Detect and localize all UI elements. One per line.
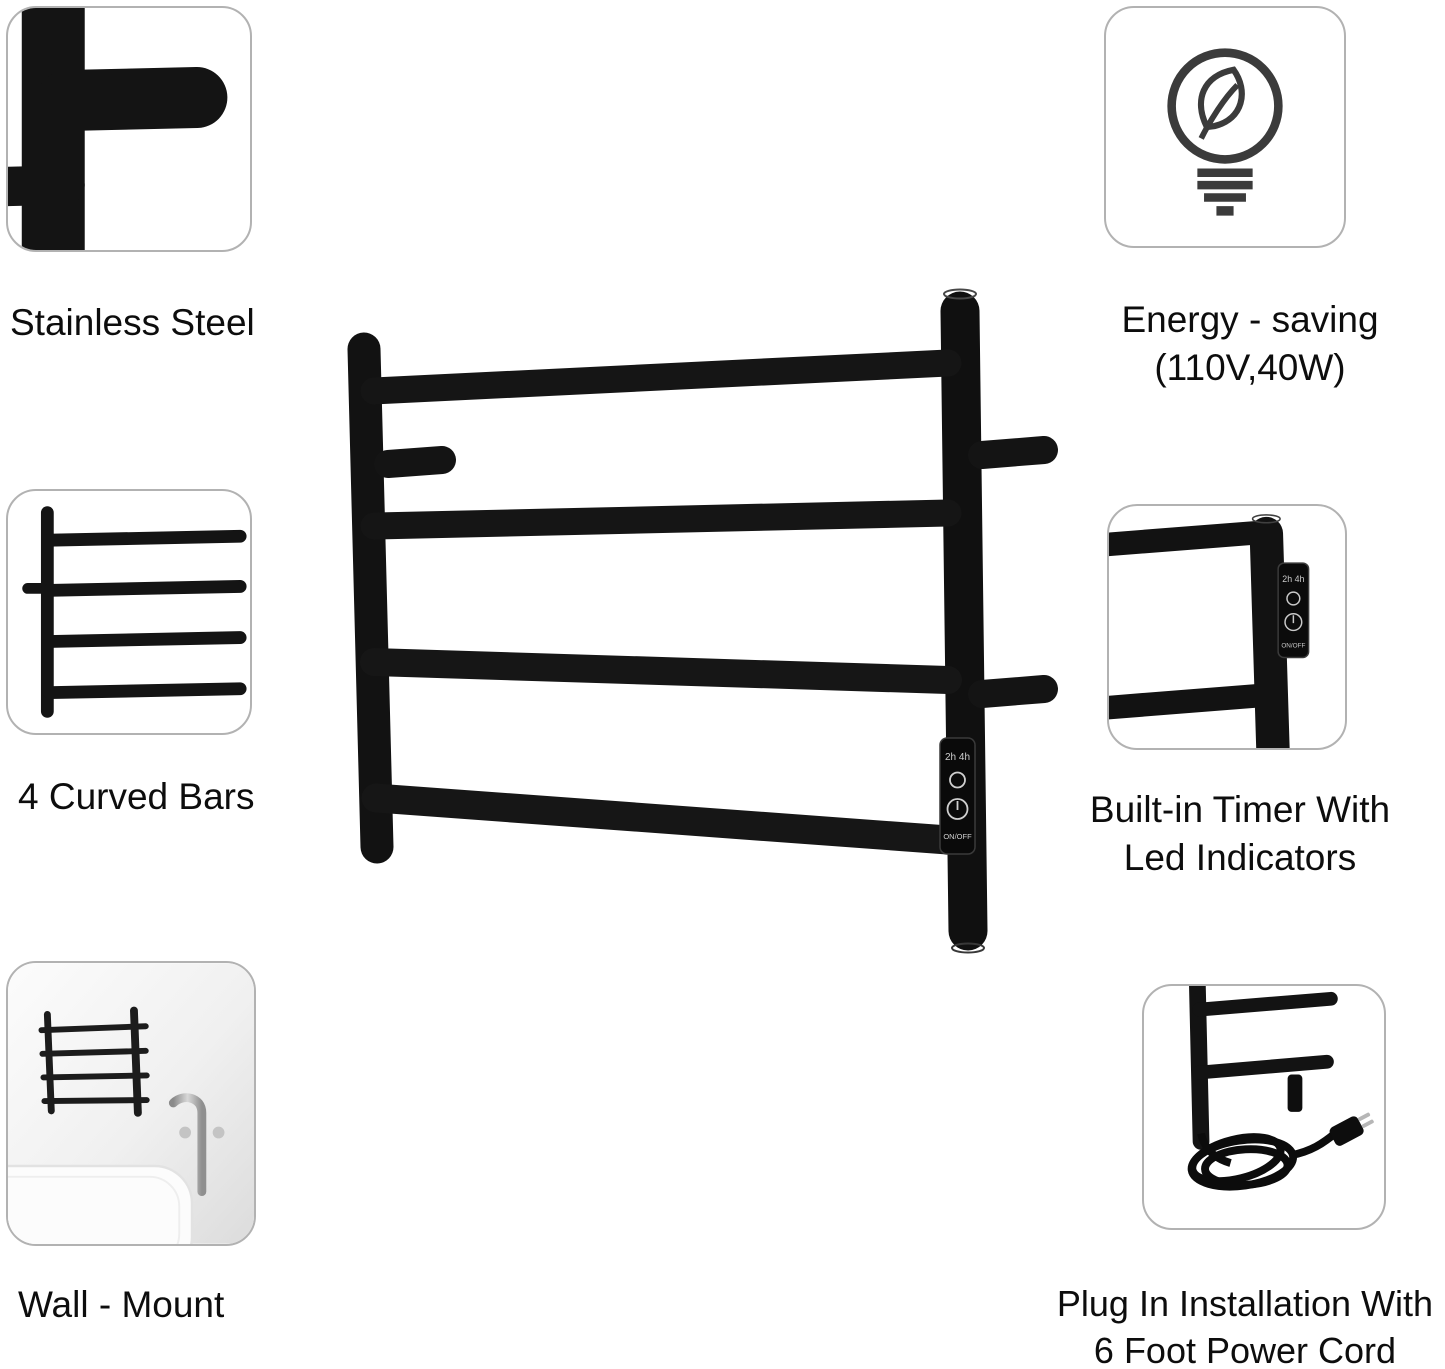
- energy-saving-label-line1: Energy - saving: [1121, 299, 1379, 340]
- plug-in-tile: [1142, 984, 1386, 1230]
- stainless-steel-detail-tile: [6, 6, 252, 252]
- plug-in-label-line1: Plug In Installation With: [1056, 1283, 1434, 1324]
- plug-in-label: Plug In Installation With 6 Foot Power C…: [1048, 1280, 1442, 1369]
- timer-label-line1: Built-in Timer With: [1089, 789, 1391, 830]
- timer-hours-label: 2h 4h: [945, 752, 970, 763]
- control-panel: 2h 4h ON/OFF: [939, 737, 976, 855]
- power-button-icon: [946, 798, 969, 820]
- timer-label: Built-in Timer With Led Indicators: [1050, 786, 1430, 882]
- stainless-steel-closeup-image: [8, 8, 228, 250]
- wall-mount-tile: [6, 961, 256, 1246]
- timer-button-icon: [1286, 591, 1301, 606]
- bathtub: [8, 1164, 194, 1244]
- timer-detail-tile: 2h 4h ON/OFF: [1107, 504, 1347, 750]
- energy-saving-label: Energy - saving (110V,40W): [1055, 296, 1445, 392]
- towel-warmer-product-image: 2h 4h ON/OFF: [330, 283, 1070, 963]
- power-cord-image: [1187, 986, 1374, 1191]
- wall-mount-scene-image: [8, 963, 254, 1244]
- curved-bars-drawing: [22, 506, 247, 718]
- timer-hours-label: 2h 4h: [1282, 574, 1304, 584]
- energy-saving-tile: [1104, 6, 1346, 248]
- timer-label-line2: Led Indicators: [1123, 837, 1357, 878]
- power-plug: [1329, 1112, 1374, 1146]
- plug-in-label-line2: 6 Foot Power Cord: [1093, 1330, 1397, 1369]
- bathtub-faucet: [168, 1093, 225, 1196]
- energy-saving-label-line2: (110V,40W): [1154, 347, 1346, 388]
- wall-mounted-rack: [38, 1006, 150, 1117]
- timer-closeup-image: 2h 4h ON/OFF: [1109, 514, 1310, 748]
- onoff-label: ON/OFF: [1281, 643, 1305, 650]
- power-button-icon: [1284, 612, 1303, 632]
- stainless-steel-label: Stainless Steel: [10, 302, 255, 343]
- control-panel-small: [1287, 1074, 1303, 1112]
- curved-bars-tile: [6, 489, 252, 735]
- energy-bulb-leaf-icon: [1167, 48, 1283, 216]
- timer-control-panel: 2h 4h ON/OFF: [1277, 562, 1310, 659]
- curved-bars-label: 4 Curved Bars: [18, 776, 255, 817]
- wall-mount-label: Wall - Mount: [18, 1284, 225, 1325]
- timer-button-icon: [949, 771, 966, 789]
- towel-warmer-rack: 2h 4h ON/OFF: [347, 288, 1058, 954]
- onoff-label: ON/OFF: [943, 832, 972, 841]
